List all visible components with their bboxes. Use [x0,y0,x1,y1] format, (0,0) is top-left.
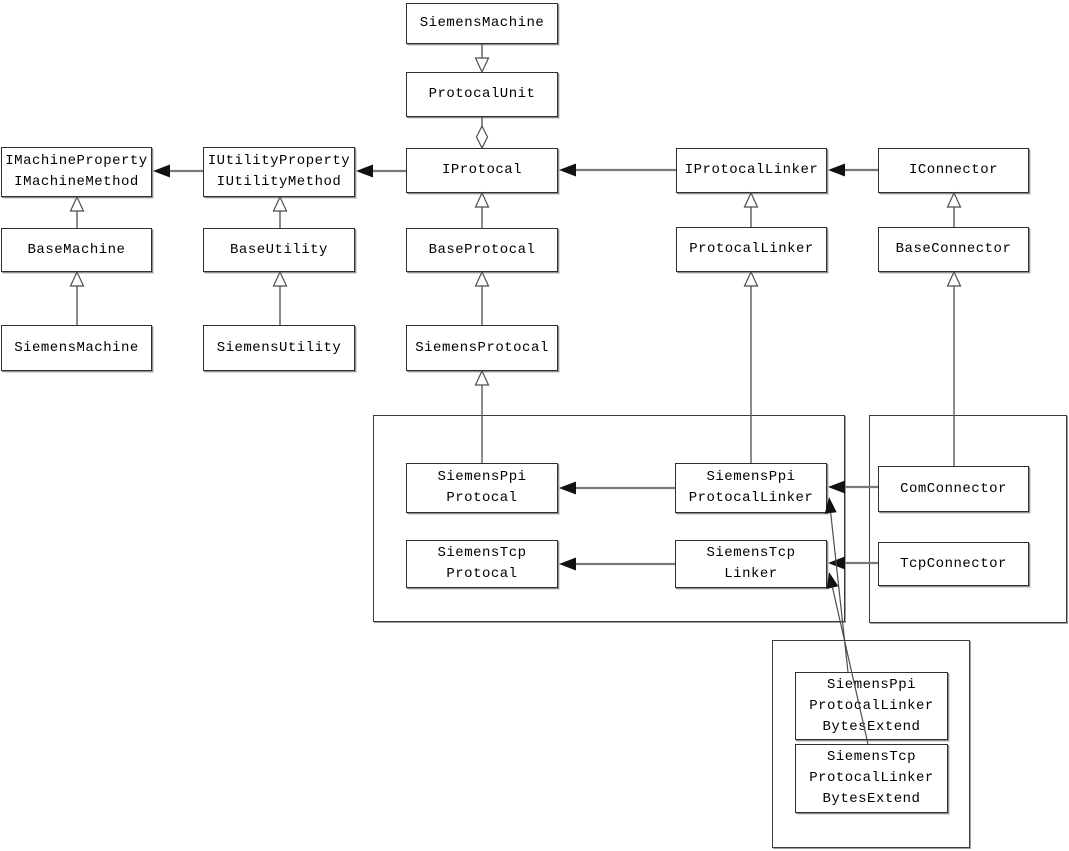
edge-iutility-imachine [153,164,203,178]
edge-baseutility-iutility [272,195,288,228]
edge-siemensmachine-protocalunit [474,44,490,74]
node-siemens-ppi-protocal-linker: SiemensPpi ProtocalLinker [675,463,827,513]
edge-siemensmachine-basemachine [69,270,85,325]
edge-iprotocal-iutility [356,164,406,178]
edge-baseprotocal-iprotocal [474,191,490,228]
node-siemens-tcp-protocal-linker-bytes-extend: SiemensTcp ProtocalLinker BytesExtend [795,744,948,813]
edge-siemensutility-baseutility [272,270,288,325]
node-siemens-protocal: SiemensProtocal [406,325,558,371]
node-base-utility: BaseUtility [203,228,355,272]
node-siemens-machine-top: SiemensMachine [406,3,558,44]
node-iprotocal-linker: IProtocalLinker [676,148,827,193]
edge-iprotocallinker-iprotocal [559,163,676,177]
node-iconnector: IConnector [878,148,1029,193]
node-siemens-tcp-protocal: SiemensTcp Protocal [406,540,558,588]
edge-iconnector-iprotocallinker [828,163,878,177]
node-siemens-ppi-protocal: SiemensPpi Protocal [406,463,558,513]
group-box-protocal-linkers [373,415,845,622]
node-iutility-property-method: IUtilityProperty IUtilityMethod [203,147,355,197]
node-siemens-tcp-linker: SiemensTcp Linker [675,540,827,588]
node-siemens-machine: SiemensMachine [1,325,152,371]
group-box-bytes-extend [772,640,970,848]
node-iprotocal: IProtocal [406,148,558,193]
node-base-connector: BaseConnector [878,227,1029,272]
node-siemens-utility: SiemensUtility [203,325,355,371]
node-base-machine: BaseMachine [1,228,152,272]
node-tcp-connector: TcpConnector [878,542,1029,586]
edge-protocallinker-iprotocallinker [743,191,759,227]
node-protocal-linker: ProtocalLinker [676,227,827,272]
node-protocal-unit: ProtocalUnit [406,72,558,117]
node-imachine-property-method: IMachineProperty IMachineMethod [1,147,152,197]
edge-baseconnector-iconnector [946,191,962,227]
edge-protocalunit-iprotocal-aggregation [475,117,489,150]
node-base-protocal: BaseProtocal [406,228,558,272]
edge-siemensprotocal-baseprotocal [474,270,490,325]
group-box-connectors [869,415,1067,623]
edge-basemachine-imachine [69,195,85,228]
node-com-connector: ComConnector [878,466,1029,512]
node-siemens-ppi-protocal-linker-bytes-extend: SiemensPpi ProtocalLinker BytesExtend [795,672,948,740]
